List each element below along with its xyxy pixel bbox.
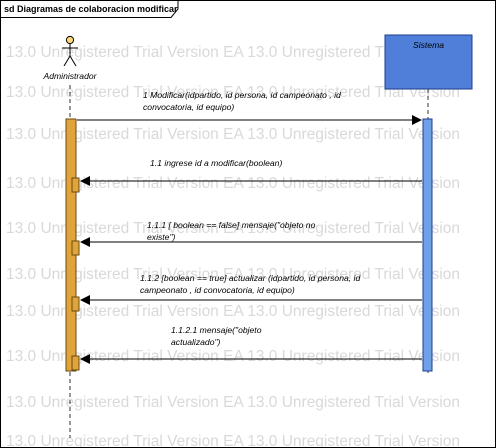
watermark-text: 13.0 Unregistered Trial Version EA 13.0 …	[6, 126, 460, 143]
system-activation-bar	[422, 118, 433, 372]
watermark-text: 13.0 Unregistered Trial Version EA 13.0 …	[6, 220, 460, 237]
actor-name: Administrador	[42, 71, 97, 81]
actor-sub-activation	[71, 240, 80, 256]
message-label-1-line-1: 1 Modificar(idpartido, id persona, id ca…	[143, 90, 341, 100]
message-label-1-1-2-1-line-1: 1.1.2.1 mensaje("objeto	[171, 325, 262, 335]
watermark-text: 13.0 Unregistered Trial Version EA 13.0 …	[6, 266, 460, 283]
watermark-text: 13.0 Unregistered Trial Version EA 13.0 …	[6, 44, 460, 61]
sd-frame-tag	[0, 0, 179, 18]
message-label-1-1-2-line-1: 1.1.2 [boolean == true] actualizar (idpa…	[140, 273, 360, 283]
watermark-text: 13.0 Unregistered Trial Version EA 13.0 …	[6, 348, 460, 365]
sd-frame-label: sd Diagramas de colaboracion modificar	[4, 4, 178, 14]
watermark-text: 13.0 Unregistered Trial Version EA 13.0 …	[6, 394, 460, 411]
actor-sub-activation	[71, 355, 80, 371]
watermark-text: 13.0 Unregistered Trial Version EA 13.0 …	[6, 433, 460, 448]
watermark-text: 13.0 Unregistered Trial Version EA 13.0 …	[6, 175, 460, 192]
watermark-text: 13.0 Unregistered Trial Version EA 13.0 …	[6, 84, 460, 101]
actor-sub-activation	[71, 296, 80, 312]
message-label-1-1-1-line-2: existe")	[147, 232, 176, 242]
message-label-1-1-1-line-1: 1.1.1 [ boolean == false] mensaje("objet…	[147, 220, 316, 230]
system-lifeline-box	[384, 34, 473, 90]
message-label-1-line-2: convocatoria, id equipo)	[143, 102, 234, 112]
watermark-text: 13.0 Unregistered Trial Version EA 13.0 …	[6, 303, 460, 320]
actor-sub-activation	[71, 177, 80, 193]
message-label-1-1-2-1-line-2: actualizado")	[171, 337, 221, 347]
watermark-layer: 13.0 Unregistered Trial Version EA 13.0 …	[6, 44, 460, 448]
message-label-1-1-2-line-2: campeonato , id convocatoria, id equipo)	[140, 285, 295, 295]
actor-stick-figure-icon	[62, 35, 78, 67]
system-name: Sistema	[413, 40, 444, 50]
message-label-1-1: 1.1 ingrese id a modificar(boolean)	[150, 158, 282, 168]
